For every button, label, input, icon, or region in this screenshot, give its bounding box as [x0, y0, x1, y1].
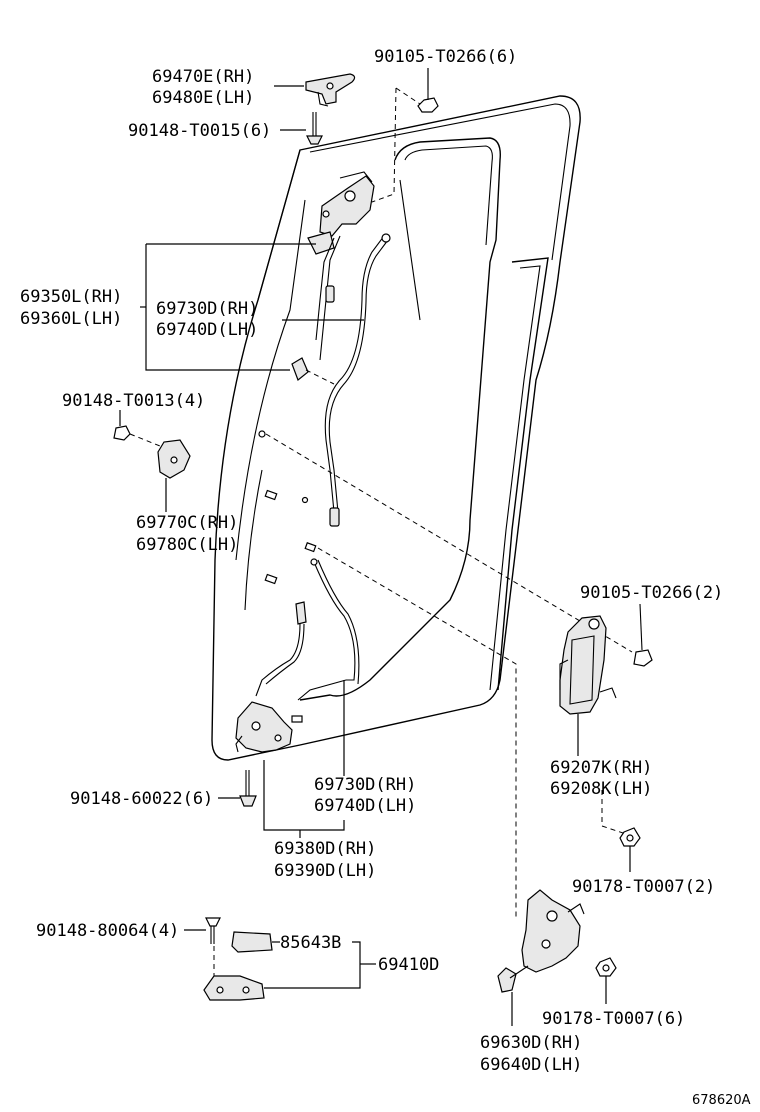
label-90178-T0007-a: 90178-T0007(2)	[572, 877, 715, 897]
panel-slots	[258, 430, 317, 585]
label-90148-80064: 90148-80064(4)	[36, 921, 179, 941]
nut-90178-T0007-b	[595, 957, 617, 977]
label-69730D-lower: 69730D(RH)	[314, 775, 416, 795]
label-69780C: 69780C(LH)	[136, 535, 238, 555]
label-85643B: 85643B	[280, 933, 341, 953]
screw-90148-T0015	[306, 112, 323, 145]
door-panel-outline	[211, 95, 581, 761]
label-69740D-lower: 69740D(LH)	[314, 796, 416, 816]
label-69350L: 69350L(RH)	[20, 287, 122, 307]
label-69630D: 69630D(RH)	[480, 1033, 582, 1053]
bolt-90105-T0266-mid	[633, 603, 653, 667]
label-69410D: 69410D	[378, 955, 439, 975]
label-90105-T0266-top: 90105-T0266(6)	[374, 47, 517, 67]
lower-cable-69730D	[255, 558, 360, 701]
lower-lock-69380D	[235, 701, 303, 753]
screw-90148-80064	[205, 917, 221, 944]
label-69730D-upper: 69730D(RH)	[156, 299, 258, 319]
bracket-69770C	[157, 439, 191, 479]
label-90148-60022: 90148-60022(6)	[70, 789, 213, 809]
cover-85643B	[231, 931, 273, 953]
label-90105-T0266-mid: 90105-T0266(2)	[580, 583, 723, 603]
label-69208K: 69208K(LH)	[550, 779, 652, 799]
upper-lock-69350L	[307, 171, 375, 361]
label-69207K: 69207K(RH)	[550, 758, 652, 778]
label-69380D: 69380D(RH)	[274, 839, 376, 859]
label-69640D: 69640D(LH)	[480, 1055, 582, 1075]
clip-lower-69350L	[291, 357, 309, 381]
upper-cable-69730D	[324, 233, 391, 527]
label-69740D-upper: 69740D(LH)	[156, 320, 258, 340]
label-69390D: 69390D(LH)	[274, 861, 376, 881]
hinge-69470E	[305, 73, 356, 107]
screw-90148-T0013	[113, 425, 131, 441]
label-69480E: 69480E(LH)	[152, 88, 254, 108]
label-90148-T0015: 90148-T0015(6)	[128, 121, 271, 141]
striker-69410D	[203, 975, 265, 1001]
bolt-90105-T0266-top	[417, 90, 439, 113]
label-90178-T0007-b: 90178-T0007(6)	[542, 1009, 685, 1029]
label-69360L: 69360L(LH)	[20, 309, 122, 329]
guide-69207K	[559, 615, 617, 715]
label-69770C: 69770C(RH)	[136, 513, 238, 533]
lower-latch-69630D	[497, 889, 585, 993]
diagram-id: 678620A	[692, 1093, 751, 1108]
part-labels: 69470E(RH) 69480E(LH) 90105-T0266(6) 901…	[20, 47, 751, 1108]
label-90148-T0013: 90148-T0013(4)	[62, 391, 205, 411]
label-69470E: 69470E(RH)	[152, 67, 254, 87]
nut-90178-T0007-a	[619, 827, 641, 847]
screw-90148-60022	[239, 770, 257, 807]
